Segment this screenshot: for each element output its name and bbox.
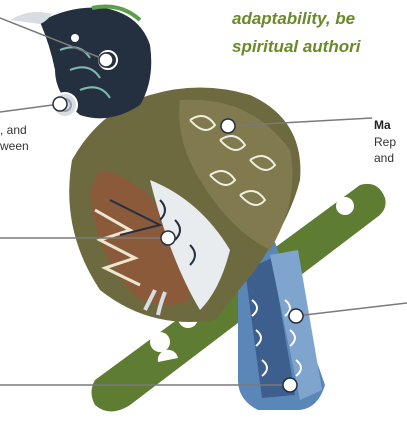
head <box>10 7 151 119</box>
